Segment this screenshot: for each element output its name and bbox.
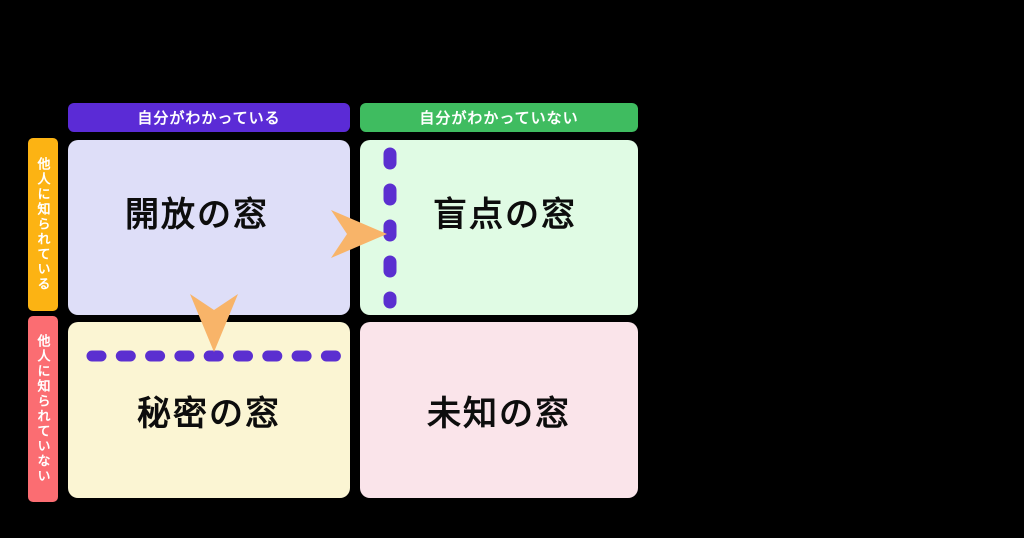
quadrant-hidden-window-label: 秘密の窓: [137, 394, 281, 433]
row-header-others-unknown-label: 他人に知られていない: [35, 334, 51, 484]
quadrant-open-window-label: 開放の窓: [125, 196, 269, 234]
column-header-self-unknown: 自分がわかっていない: [360, 103, 638, 132]
column-header-self-known: 自分がわかっている: [68, 103, 350, 132]
quadrant-open-window: 開放の窓: [68, 140, 350, 315]
row-header-others-known: 他人に知られている: [28, 138, 58, 311]
quadrant-hidden-window: 秘密の窓: [68, 322, 350, 498]
column-header-self-known-label: 自分がわかっている: [137, 110, 281, 127]
row-header-others-known-label: 他人に知られている: [35, 157, 51, 292]
quadrant-unknown-window-label: 未知の窓: [427, 394, 571, 433]
column-header-self-unknown-label: 自分がわかっていない: [419, 110, 579, 127]
quadrant-unknown-window: 未知の窓: [360, 322, 638, 498]
quadrant-blind-window: 盲点の窓: [360, 140, 638, 315]
row-header-others-unknown: 他人に知られていない: [28, 316, 58, 502]
quadrant-blind-window-label: 盲点の窓: [433, 196, 577, 234]
